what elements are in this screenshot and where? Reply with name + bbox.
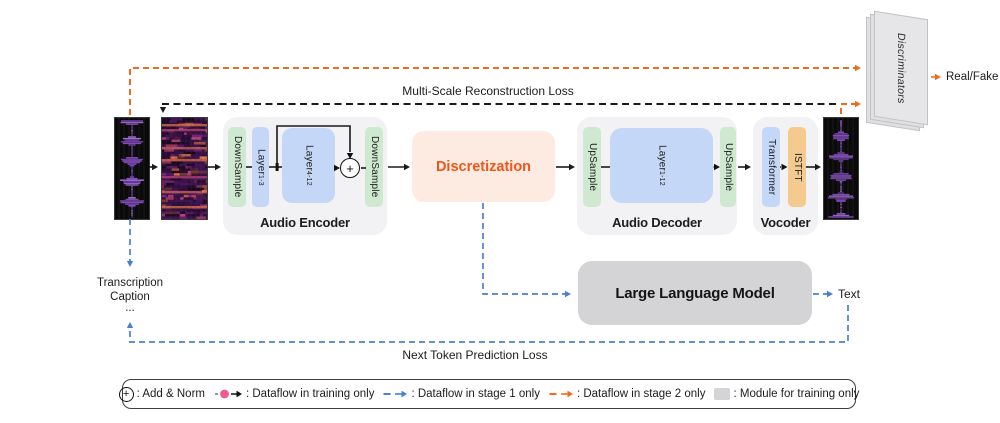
vocoder-transformer: Transformer xyxy=(762,127,780,207)
stage1-dataflow-icon xyxy=(383,390,408,398)
transcription-label: Transcription xyxy=(96,277,164,289)
stage2-dataflow-icon xyxy=(549,390,573,398)
multi-scale-loss-line xyxy=(159,103,836,113)
real-fake-label: Real/Fake xyxy=(946,71,999,83)
encoder-downsample-front: DownSample xyxy=(228,127,246,207)
caption-label: Caption xyxy=(110,291,150,303)
encoder-downsample-back: DownSample xyxy=(365,127,383,207)
vocoder-istft: ISTFT xyxy=(788,127,806,207)
legend-item-add-norm: + : Add & Norm xyxy=(118,386,205,402)
text-output-label: Text xyxy=(838,287,861,301)
input-waveform-image xyxy=(114,117,150,220)
decoder-upsample-front: UpSample xyxy=(583,127,601,207)
legend-item-training-dataflow: : Dataflow in training only xyxy=(214,388,374,400)
audio-encoder-title: Audio Encoder xyxy=(260,215,350,230)
legend-item-stage2-dataflow: : Dataflow in stage 2 only xyxy=(549,388,705,400)
ellipsis-label: ... xyxy=(125,302,135,314)
legend-item-stage1-dataflow: : Dataflow in stage 1 only xyxy=(383,388,540,400)
vocoder-title: Vocoder xyxy=(760,215,811,230)
add-norm-node: + xyxy=(340,158,360,178)
discretization-block: Discretization xyxy=(412,131,555,202)
input-spectrogram-image xyxy=(161,117,208,220)
decoder-upsample-back: UpSample xyxy=(720,127,736,207)
output-waveform-image xyxy=(823,117,859,220)
training-dataflow-icon xyxy=(214,389,242,399)
add-norm-icon: + xyxy=(118,386,134,402)
next-token-loss-label: Next Token Prediction Loss xyxy=(402,348,548,362)
large-language-model-block: Large Language Model xyxy=(578,261,812,325)
multi-scale-loss-label: Multi-Scale Reconstruction Loss xyxy=(402,84,574,98)
discretization-to-llm-line xyxy=(482,203,571,298)
legend-item-training-module: : Module for training only xyxy=(714,388,859,400)
legend-bar: + : Add & Norm : Dataflow in training on… xyxy=(118,379,859,409)
audio-decoder-title: Audio Decoder xyxy=(612,215,702,230)
transcription-caption-label: Transcription Caption ... xyxy=(84,276,176,314)
vocoder-container: Transformer ISTFT Vocoder xyxy=(753,117,818,235)
discriminators-stack: Discriminators xyxy=(866,10,942,138)
stage2-output-to-discriminators-line xyxy=(840,100,861,114)
discriminator-card-front: Discriminators xyxy=(874,10,928,126)
training-module-icon xyxy=(714,388,731,400)
